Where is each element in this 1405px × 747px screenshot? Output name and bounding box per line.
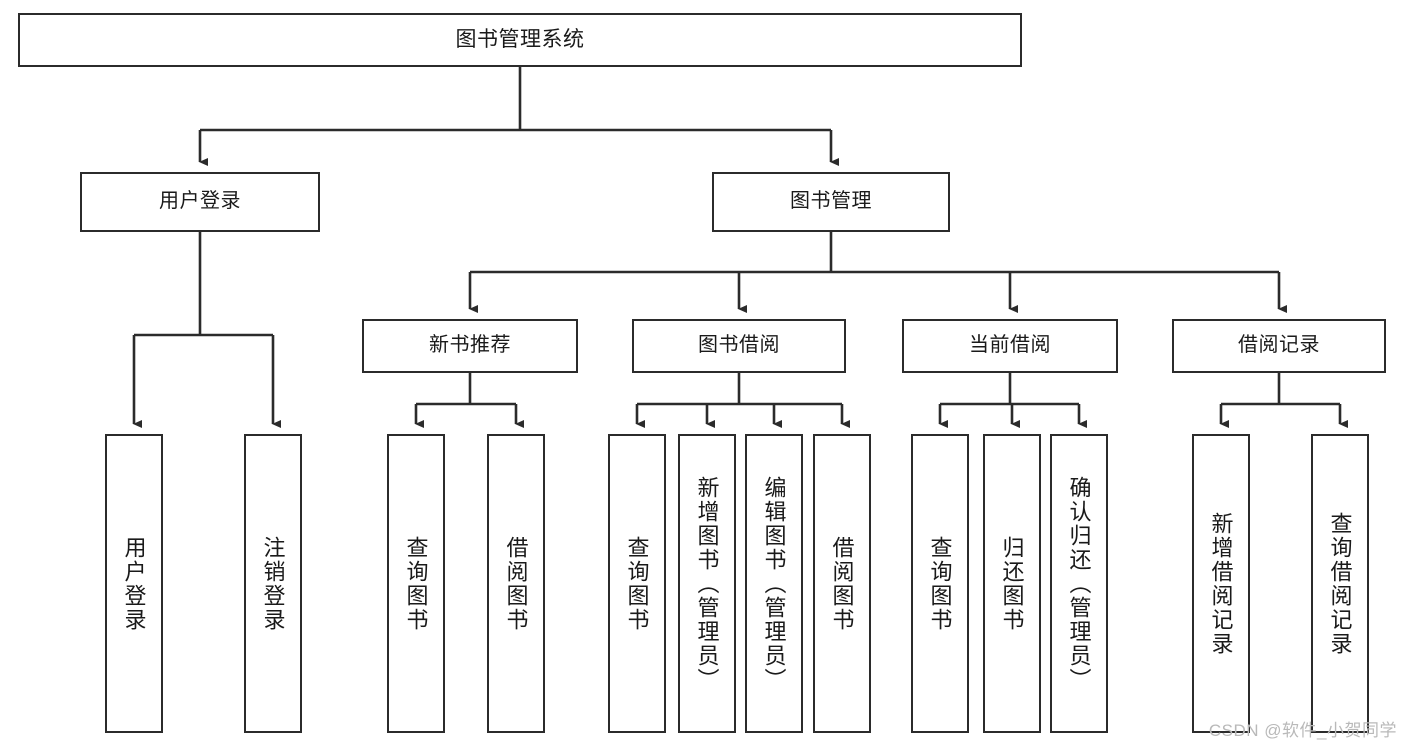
node-label-borrow-record: 借阅记录 (1238, 334, 1320, 357)
node-leaf-cb-query[interactable]: 查询图书 (911, 434, 969, 733)
node-user-login[interactable]: 用户登录 (80, 172, 320, 232)
node-leaf-user-login[interactable]: 用户登录 (105, 434, 163, 733)
node-current-borrow[interactable]: 当前借阅 (902, 319, 1118, 373)
node-borrow-record[interactable]: 借阅记录 (1172, 319, 1386, 373)
node-leaf-bb-add[interactable]: 新增图书（管理员） (678, 434, 736, 733)
node-leaf-br-query[interactable]: 查询借阅记录 (1311, 434, 1369, 733)
node-label-book-manage: 图书管理 (790, 190, 872, 213)
node-leaf-cb-confirm[interactable]: 确认归还（管理员） (1050, 434, 1108, 733)
node-label-leaf-bb-edit: 编辑图书（管理员） (761, 475, 787, 692)
node-label-leaf-rec-borrow: 借阅图书 (503, 535, 529, 632)
node-leaf-cb-return[interactable]: 归还图书 (983, 434, 1041, 733)
node-label-leaf-br-query: 查询借阅记录 (1327, 511, 1353, 656)
node-label-user-login: 用户登录 (159, 190, 241, 213)
node-label-current-borrow: 当前借阅 (969, 334, 1051, 357)
csdn-watermark: CSDN @软件_小贺同学 (1208, 721, 1397, 740)
node-leaf-bb-borrow[interactable]: 借阅图书 (813, 434, 871, 733)
node-label-leaf-bb-add: 新增图书（管理员） (694, 475, 720, 692)
node-label-leaf-bb-borrow: 借阅图书 (829, 535, 855, 632)
node-book-borrow[interactable]: 图书借阅 (632, 319, 846, 373)
node-leaf-user-logout[interactable]: 注销登录 (244, 434, 302, 733)
node-label-leaf-br-add: 新增借阅记录 (1208, 511, 1234, 656)
node-label-leaf-cb-query: 查询图书 (927, 535, 953, 632)
node-label-root: 图书管理系统 (455, 27, 585, 51)
node-label-leaf-user-logout: 注销登录 (260, 535, 286, 632)
node-book-manage[interactable]: 图书管理 (712, 172, 950, 232)
node-leaf-bb-query[interactable]: 查询图书 (608, 434, 666, 733)
node-leaf-rec-query[interactable]: 查询图书 (387, 434, 445, 733)
node-leaf-br-add[interactable]: 新增借阅记录 (1192, 434, 1250, 733)
node-leaf-rec-borrow[interactable]: 借阅图书 (487, 434, 545, 733)
node-label-leaf-user-login: 用户登录 (121, 535, 147, 632)
node-label-leaf-rec-query: 查询图书 (403, 535, 429, 632)
node-new-book-rec[interactable]: 新书推荐 (362, 319, 578, 373)
node-label-leaf-cb-return: 归还图书 (999, 535, 1025, 632)
node-leaf-bb-edit[interactable]: 编辑图书（管理员） (745, 434, 803, 733)
node-root[interactable]: 图书管理系统 (18, 13, 1022, 67)
node-label-leaf-bb-query: 查询图书 (624, 535, 650, 632)
node-label-leaf-cb-confirm: 确认归还（管理员） (1066, 475, 1092, 692)
node-label-new-book-rec: 新书推荐 (429, 334, 511, 357)
node-label-book-borrow: 图书借阅 (698, 334, 780, 357)
